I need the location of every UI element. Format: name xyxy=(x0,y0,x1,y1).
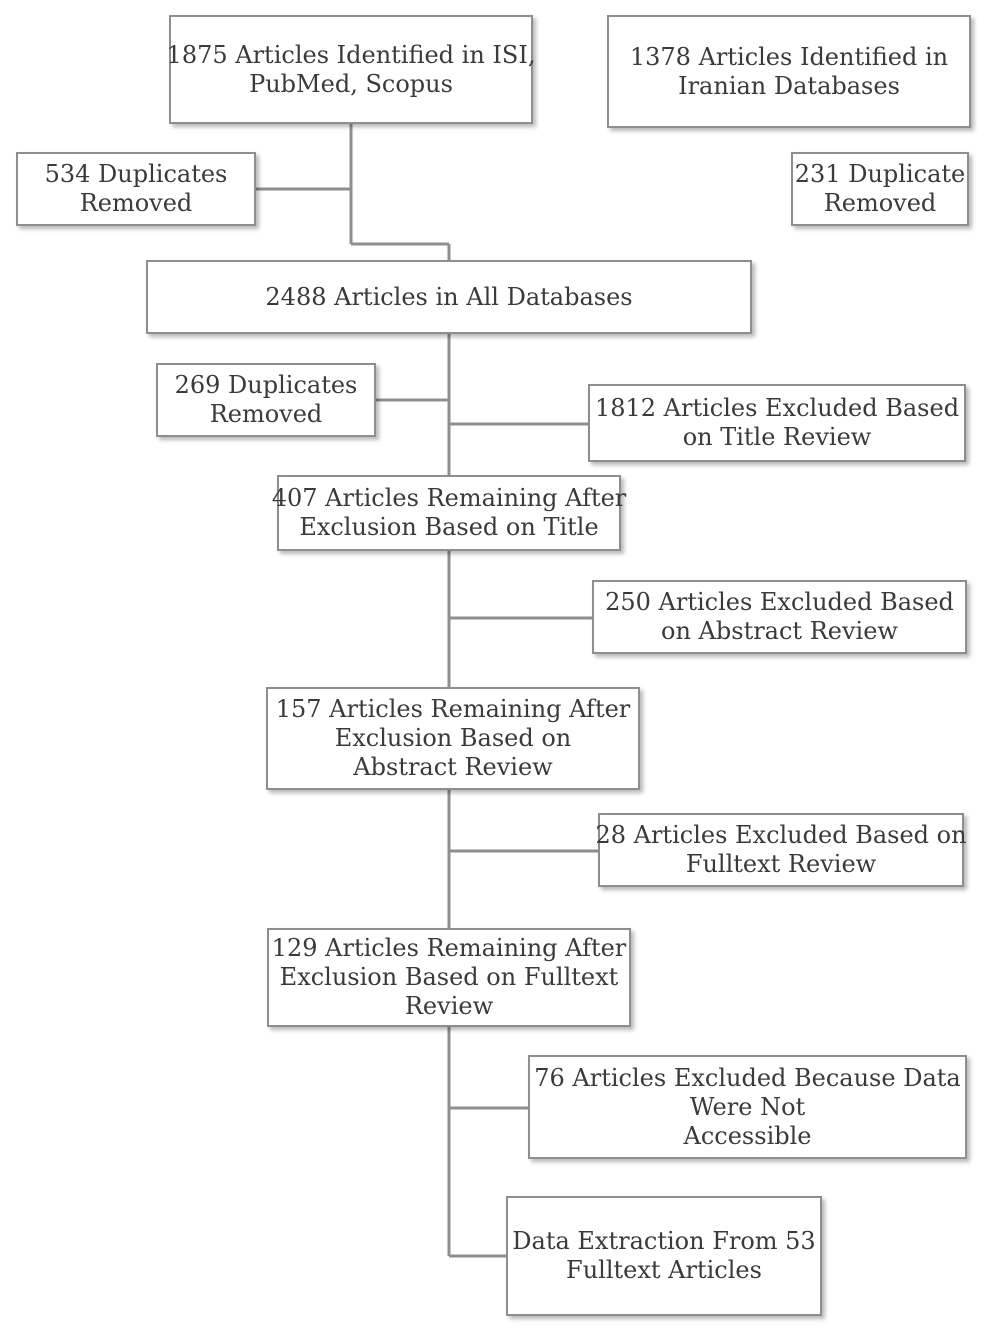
box-line: 231 Duplicate xyxy=(794,160,966,188)
box-excluded-fulltext-review: 28 Articles Excluded Based on Fulltext R… xyxy=(595,813,967,887)
box-line: 1875 Articles Identified in ISI, xyxy=(166,40,536,69)
box-excluded-abstract-review: 250 Articles Excluded Based on Abstract … xyxy=(592,580,967,654)
box-line: Exclusion Based on Fulltext xyxy=(279,963,619,991)
box-line: 1378 Articles Identified in xyxy=(629,42,949,71)
box-data-extraction: Data Extraction From 53 Fulltext Article… xyxy=(506,1196,822,1316)
box-remaining-after-abstract: 157 Articles Remaining After Exclusion B… xyxy=(266,687,640,790)
box-line: 1812 Articles Excluded Based xyxy=(594,394,960,422)
box-line: Removed xyxy=(823,189,937,217)
box-534-duplicates: 534 Duplicates Removed xyxy=(16,152,256,226)
box-excluded-data-not-accessible: 76 Articles Excluded Because Data Were N… xyxy=(528,1055,967,1159)
box-remaining-after-title: 407 Articles Remaining After Exclusion B… xyxy=(272,475,626,551)
box-line: 2488 Articles in All Databases xyxy=(265,282,633,311)
box-line: Fulltext Articles xyxy=(566,1256,762,1284)
box-line: Iranian Databases xyxy=(678,71,900,100)
box-isi-pubmed-scopus: 1875 Articles Identified in ISI, PubMed,… xyxy=(166,15,536,124)
box-line: Data Extraction From 53 xyxy=(512,1227,816,1255)
box-line: Were Not xyxy=(689,1092,806,1121)
box-line: 157 Articles Remaining After xyxy=(275,695,631,723)
box-line: 76 Articles Excluded Because Data xyxy=(534,1063,961,1092)
box-269-duplicates: 269 Duplicates Removed xyxy=(156,363,376,437)
box-line: PubMed, Scopus xyxy=(249,69,453,98)
box-line: Exclusion Based on xyxy=(334,724,572,752)
box-all-databases: 2488 Articles in All Databases xyxy=(146,260,752,334)
box-line: 28 Articles Excluded Based on xyxy=(595,821,967,849)
box-line: on Abstract Review xyxy=(661,617,898,645)
box-line: Review xyxy=(404,992,494,1020)
box-line: 534 Duplicates xyxy=(44,160,228,188)
box-231-duplicate: 231 Duplicate Removed xyxy=(791,152,969,226)
box-line: 407 Articles Remaining After xyxy=(271,484,627,512)
box-line: on Title Review xyxy=(682,423,872,451)
box-line: Abstract Review xyxy=(353,753,553,781)
box-line: Exclusion Based on Title xyxy=(299,513,599,541)
box-line: Removed xyxy=(209,400,323,428)
box-line: 250 Articles Excluded Based xyxy=(605,588,954,616)
box-line: 269 Duplicates xyxy=(174,371,358,399)
box-line: Removed xyxy=(79,189,193,217)
box-iranian-databases: 1378 Articles Identified in Iranian Data… xyxy=(607,15,971,128)
box-line: Accessible xyxy=(683,1121,812,1150)
box-line: Fulltext Review xyxy=(685,850,877,878)
box-excluded-title-review: 1812 Articles Excluded Based on Title Re… xyxy=(588,384,966,462)
box-line: 129 Articles Remaining After xyxy=(271,934,627,962)
box-remaining-after-fulltext: 129 Articles Remaining After Exclusion B… xyxy=(267,928,631,1027)
